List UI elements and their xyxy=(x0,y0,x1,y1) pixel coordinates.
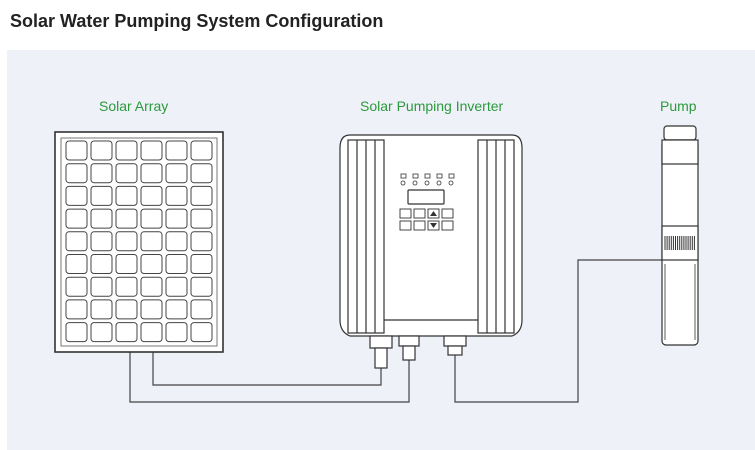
solar-cell xyxy=(190,163,213,184)
inverter-icon xyxy=(339,134,523,369)
solar-cell xyxy=(90,208,113,229)
solar-cell xyxy=(165,231,188,252)
solar-cell xyxy=(115,299,138,320)
solar-cell xyxy=(115,163,138,184)
solar-cell xyxy=(190,185,213,206)
solar-cell xyxy=(115,254,138,274)
solar-cell xyxy=(65,299,88,320)
solar-cell xyxy=(90,299,113,320)
solar-cell xyxy=(165,163,188,184)
solar-array-label: Solar Array xyxy=(99,98,169,114)
solar-cell xyxy=(165,322,188,343)
solar-cell xyxy=(65,140,88,161)
solar-cell xyxy=(90,254,113,274)
solar-cell xyxy=(140,254,163,274)
pump-label: Pump xyxy=(660,98,697,114)
solar-cell xyxy=(165,140,188,161)
solar-cell xyxy=(140,140,163,161)
solar-cell xyxy=(90,322,113,343)
solar-cell xyxy=(190,208,213,229)
solar-cell xyxy=(190,276,213,297)
solar-cell xyxy=(165,299,188,320)
solar-cell xyxy=(90,163,113,184)
solar-cell xyxy=(190,299,213,320)
inverter-label: Solar Pumping Inverter xyxy=(360,98,504,114)
solar-panel-icon xyxy=(54,131,224,353)
solar-cell xyxy=(90,140,113,161)
solar-cell xyxy=(65,322,88,343)
solar-cell xyxy=(140,185,163,206)
solar-cell xyxy=(65,185,88,206)
solar-cell xyxy=(140,231,163,252)
solar-cell xyxy=(115,185,138,206)
solar-cell xyxy=(115,231,138,252)
solar-cell xyxy=(190,254,213,274)
solar-cell xyxy=(65,163,88,184)
solar-cell xyxy=(65,231,88,252)
page-title: Solar Water Pumping System Configuration xyxy=(10,11,384,31)
solar-cell xyxy=(140,322,163,343)
solar-cell xyxy=(140,276,163,297)
solar-cell xyxy=(90,231,113,252)
solar-cell xyxy=(140,163,163,184)
array-wire-outer xyxy=(129,352,410,403)
solar-cell xyxy=(165,185,188,206)
solar-cell xyxy=(140,299,163,320)
solar-cell xyxy=(65,254,88,274)
array-wire-inner xyxy=(152,352,382,386)
solar-cell xyxy=(65,208,88,229)
solar-cell xyxy=(190,322,213,343)
solar-cell xyxy=(115,140,138,161)
solar-cell xyxy=(90,276,113,297)
solar-cell xyxy=(115,276,138,297)
solar-cell xyxy=(165,208,188,229)
wiring xyxy=(129,259,662,403)
solar-cell xyxy=(90,185,113,206)
solar-cell xyxy=(115,322,138,343)
solar-cell xyxy=(190,231,213,252)
solar-cell xyxy=(65,276,88,297)
solar-cell xyxy=(190,140,213,161)
solar-cell xyxy=(140,208,163,229)
solar-cell xyxy=(115,208,138,229)
solar-cell xyxy=(165,276,188,297)
solar-cell xyxy=(165,254,188,274)
pump-wire xyxy=(454,259,662,403)
submersible-pump-icon xyxy=(661,125,699,346)
